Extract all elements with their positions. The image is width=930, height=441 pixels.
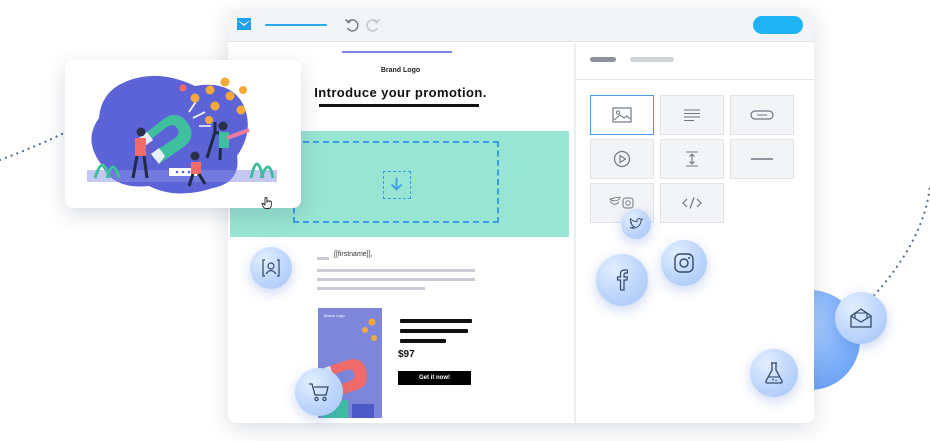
product-title-line [400,319,472,323]
save-button[interactable] [753,16,803,34]
body-text-line [317,278,475,281]
headline-underline [319,104,479,107]
mail-bubble[interactable] [835,292,887,344]
editor-toolbar [228,9,814,42]
product-image-brand: Brand Logo [324,313,345,318]
video-block[interactable] [590,139,654,179]
mail-icon [850,308,872,328]
undo-icon[interactable] [344,17,360,33]
flask-icon [765,362,783,384]
twitter-bubble[interactable] [621,209,651,239]
contact-bubble[interactable] [250,247,292,289]
facebook-bubble[interactable] [596,254,648,306]
image-block[interactable] [590,95,654,135]
video-block-icon [613,150,631,168]
instagram-bubble[interactable] [661,240,707,286]
cart-icon [309,383,329,402]
code-block-icon [682,197,702,209]
product-title-line [400,339,446,343]
button-block-icon [750,110,774,120]
lab-bubble[interactable] [750,349,798,397]
email-headline[interactable]: Introduce your promotion. [314,85,487,100]
download-arrow-icon [383,171,411,199]
text-block[interactable] [660,95,724,135]
greeting-text[interactable]: [[firstname]], [334,251,373,258]
divider-block-icon [751,158,773,160]
tab-settings[interactable] [630,57,674,62]
brand-logo-text[interactable]: Brand Logo [380,67,421,74]
code-block[interactable] [660,183,724,223]
cart-bubble[interactable] [295,368,343,416]
text-block-icon [684,109,700,121]
facebook-icon [616,269,628,291]
contact-icon [262,259,280,277]
hand-cursor-icon [261,197,272,209]
divider-block[interactable] [730,139,794,179]
redo-icon[interactable] [365,17,381,33]
body-text-line [317,287,425,290]
tab-divider [576,79,814,80]
product-title-line [400,329,468,333]
image-block-icon [612,107,632,123]
get-it-now-button[interactable]: Get it now! [398,371,471,385]
selected-block-indicator [342,51,452,53]
spacer-block[interactable] [660,139,724,179]
document-title[interactable] [265,24,327,26]
magnet-attraction-illustration [87,75,277,194]
greeting-placeholder [317,257,329,260]
image-dropzone[interactable] [293,141,499,223]
tab-content[interactable] [590,57,616,62]
twitter-icon [629,218,643,229]
body-text-line [317,269,475,272]
button-block[interactable] [730,95,794,135]
email-editor-window: Brand Logo Introduce your promotion. [[f… [228,9,814,423]
product-price[interactable]: $97 [398,349,415,360]
social-block-icon [609,196,634,209]
illustration-card [65,60,301,208]
envelope-icon [237,18,251,30]
spacer-block-icon [686,151,698,167]
instagram-icon [674,253,694,273]
